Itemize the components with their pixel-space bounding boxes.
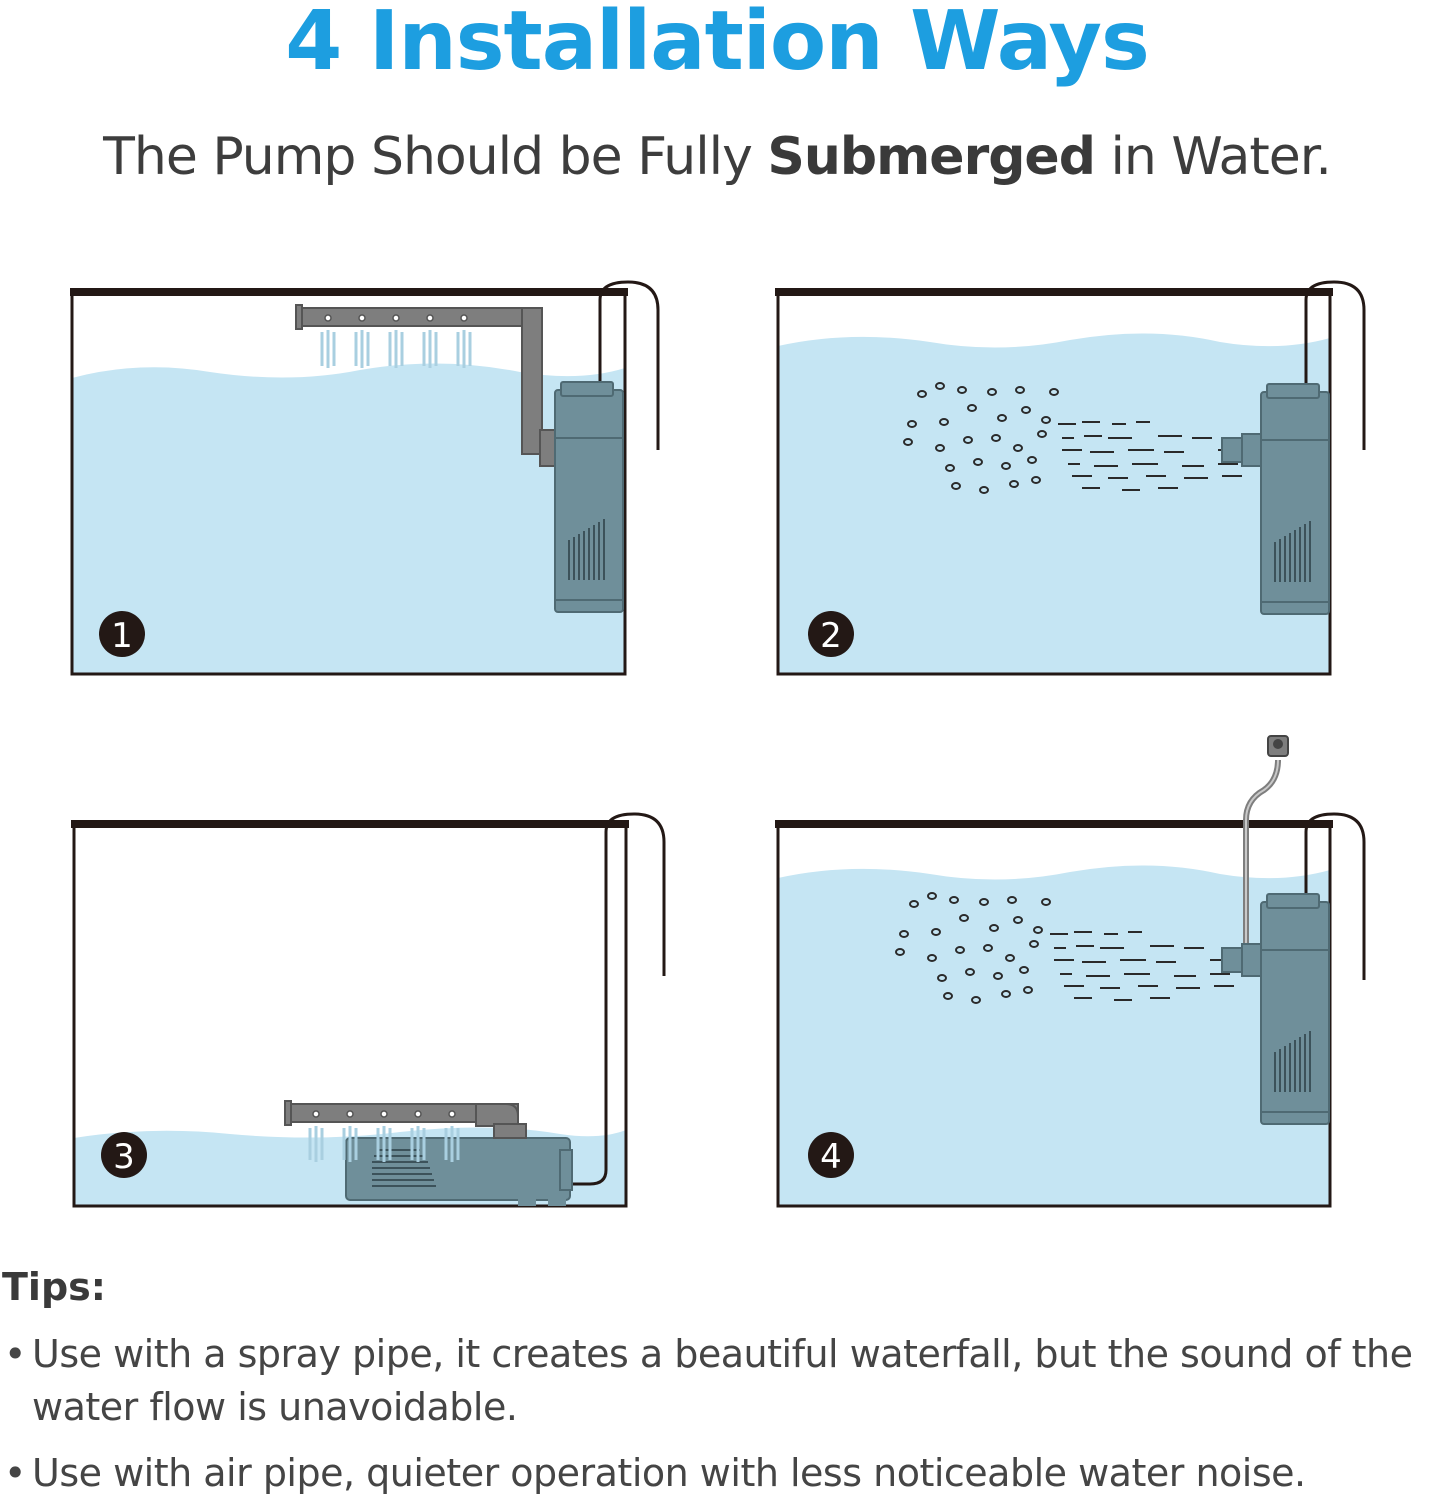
panel-3: 3 (71, 812, 666, 1208)
panel-2: 2 (775, 280, 1366, 676)
bullet: • (4, 1451, 26, 1495)
panel-number-1: 1 (111, 616, 133, 656)
subtitle-bold: Submerged (767, 127, 1096, 187)
panel-number-4: 4 (820, 1137, 842, 1177)
tip-text-1: Use with a spray pipe, it creates a beau… (32, 1332, 1413, 1429)
tips-title: Tips: (2, 1265, 106, 1309)
panel-1: 1 (70, 280, 660, 676)
bullet: • (4, 1332, 26, 1376)
panel-number-3: 3 (113, 1137, 135, 1177)
subtitle-post: in Water. (1094, 127, 1331, 187)
tip-item-2: • Use with air pipe, quieter operation w… (4, 1447, 1429, 1500)
panel-number-2: 2 (820, 616, 842, 656)
panel-4: 4 (775, 735, 1366, 1208)
page-subtitle: The Pump Should be Fully Submerged in Wa… (0, 122, 1434, 192)
tip-item-1: • Use with a spray pipe, it creates a be… (4, 1328, 1429, 1434)
subtitle-pre: The Pump Should be Fully (103, 127, 768, 187)
installation-illustrations: 1 2 (70, 280, 1366, 1208)
page-title: 4 Installation Ways (285, 0, 1150, 89)
tip-text-2: Use with air pipe, quieter operation wit… (32, 1451, 1306, 1495)
